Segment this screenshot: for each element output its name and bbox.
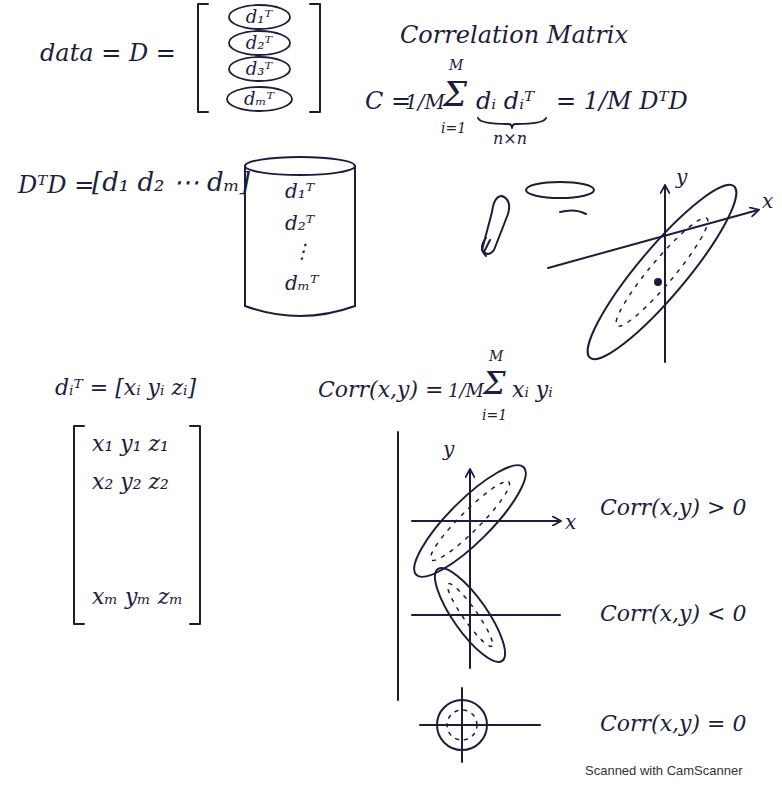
x-axis — [412, 520, 560, 522]
matrix-bracket — [74, 426, 84, 624]
row-label: d₃ᵀ — [228, 59, 291, 79]
dimension-note: n×n — [493, 130, 527, 148]
row-label: d₁ᵀ — [228, 7, 291, 27]
row-label: d₂ᵀ — [228, 33, 291, 53]
formula-term: Corr(x,y) = — [318, 378, 444, 402]
formula-term: C = — [365, 88, 411, 114]
sketch-ellipse — [526, 182, 594, 198]
formula-term: xᵢ yᵢ — [512, 378, 553, 402]
x-axis — [412, 614, 560, 616]
sum-limit: M — [449, 58, 463, 73]
row-label: dₘᵀ — [226, 89, 293, 109]
matrix-cylinder-side — [354, 166, 356, 306]
watermark: Scanned with CamScanner — [585, 764, 743, 778]
correlation-note: Corr(x,y) < 0 — [600, 602, 747, 626]
axis-label: y — [676, 166, 687, 188]
ellipse-outline — [227, 87, 292, 111]
matrix-row: d₂ᵀ — [285, 212, 314, 234]
zero-cloud — [437, 700, 487, 750]
circled-row: dₘᵀ — [226, 86, 293, 112]
data-heading: data = D = — [40, 40, 176, 66]
formula-term: DᵀD = — [18, 172, 94, 198]
fraction: 1/M — [405, 91, 445, 113]
correlation-note: Corr(x,y) = 0 — [600, 712, 747, 736]
circled-row: d₃ᵀ — [228, 56, 291, 82]
formula-term: dᵢ dᵢᵀ — [476, 88, 534, 114]
divider-line — [397, 432, 399, 700]
correlation-note: Corr(x,y) > 0 — [600, 496, 747, 520]
data-points — [424, 475, 516, 567]
y-axis — [469, 566, 471, 668]
matrix-cylinder-top — [245, 157, 355, 175]
data-points — [442, 580, 497, 650]
vector-definition: dᵢᵀ = [xᵢ yᵢ zᵢ] — [55, 376, 196, 400]
axis-label: x — [762, 190, 773, 212]
matrix-ellipsis: ⋮ — [292, 240, 312, 262]
matrix-bracket — [198, 4, 208, 112]
axis-label: x — [565, 511, 576, 533]
y-axis — [664, 186, 666, 362]
data-points — [608, 211, 716, 334]
sum-symbol: Σ — [443, 76, 467, 113]
pencil-scribble — [482, 238, 490, 256]
circled-row: d₂ᵀ — [228, 30, 291, 56]
matrix-row: dₘᵀ — [285, 272, 318, 294]
matrix-bracket — [190, 426, 200, 624]
underbrace — [478, 118, 546, 128]
row-vector-matrix: [d₁ d₂ ⋯ dₘ] — [92, 168, 250, 197]
ellipse-outline — [229, 5, 290, 29]
matrix-bracket — [310, 4, 320, 112]
matrix-row: x₁ y₁ z₁ — [92, 432, 169, 456]
sketch-stroke — [560, 210, 586, 214]
ellipse-outline — [229, 31, 290, 55]
data-points — [447, 710, 477, 740]
sum-limit: i=1 — [441, 121, 466, 136]
sum-limit: i=1 — [482, 408, 507, 423]
matrix-cylinder-bottom — [245, 306, 355, 316]
sum-limit: M — [489, 349, 503, 364]
pencil-sketch — [482, 196, 509, 254]
negative-cloud — [424, 559, 516, 670]
fraction: 1/M — [448, 381, 484, 401]
sum-symbol: Σ — [483, 366, 506, 401]
matrix-row: x₂ y₂ z₂ — [92, 470, 169, 494]
x-axis — [548, 210, 758, 268]
axis-label: y — [443, 438, 454, 460]
ellipse-outline — [229, 57, 290, 81]
data-cloud-ellipse — [572, 171, 753, 373]
formula-term: = 1/M DᵀD — [556, 88, 688, 114]
section-title: Correlation Matrix — [400, 22, 628, 48]
mean-dot — [655, 279, 661, 285]
matrix-row: xₘ yₘ zₘ — [92, 585, 183, 609]
matrix-row: d₁ᵀ — [285, 180, 314, 202]
circled-row: d₁ᵀ — [228, 4, 291, 30]
